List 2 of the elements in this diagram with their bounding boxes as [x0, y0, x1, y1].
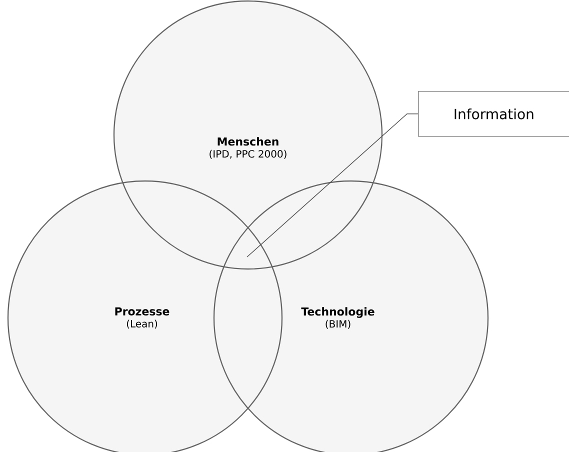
leader-line [246, 114, 418, 258]
callout-box: Information [418, 91, 569, 137]
